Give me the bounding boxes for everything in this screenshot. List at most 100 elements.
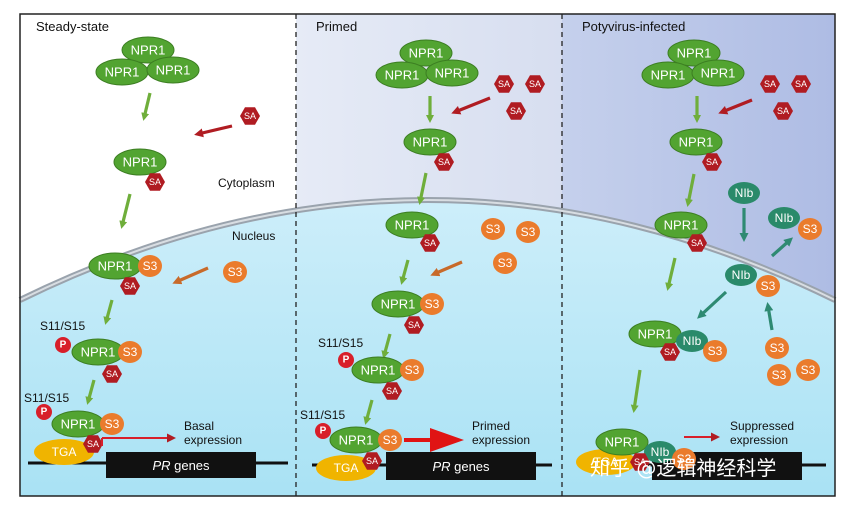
pathway-arrow <box>685 173 696 207</box>
s3-protein: S3 <box>767 364 791 386</box>
salicylic-acid: SA <box>791 75 811 93</box>
npr1-label: NPR1 <box>679 135 714 150</box>
npr1-label: NPR1 <box>98 259 133 274</box>
sa-label: SA <box>244 111 256 121</box>
npr1-protein: NPR1 <box>113 148 167 176</box>
phosphate-group: P <box>55 337 71 353</box>
figure-frame <box>19 13 836 497</box>
phosphate-label: P <box>41 407 48 418</box>
s3-protein: S3 <box>138 255 162 277</box>
s3-label: S3 <box>405 363 420 377</box>
salicylic-acid: SA <box>434 153 454 171</box>
salicylic-acid: SA <box>760 75 780 93</box>
salicylic-acid: SA <box>362 452 382 470</box>
sa-label: SA <box>498 79 510 89</box>
salicylic-acid: SA <box>240 107 260 125</box>
npr1-label: NPR1 <box>651 68 686 83</box>
npr1-protein: NPR1 <box>375 61 429 89</box>
sa-label: SA <box>438 157 450 167</box>
s3-protein: S3 <box>420 293 444 315</box>
s3-protein: S3 <box>493 252 517 274</box>
sa-label: SA <box>706 157 718 167</box>
phosphate-label: P <box>343 355 350 366</box>
nib-protein: NIb <box>728 182 760 204</box>
npr1-protein: NPR1 <box>146 56 200 84</box>
nib-label: NIb <box>651 445 670 459</box>
panel-title-steady: Steady-state <box>36 19 109 34</box>
sa-label: SA <box>408 320 420 330</box>
sa-label: SA <box>529 79 541 89</box>
salicylic-acid: SA <box>102 365 122 383</box>
s3-protein: S3 <box>798 218 822 240</box>
svg-text:PR genes: PR genes <box>152 458 210 473</box>
sa-label: SA <box>664 347 676 357</box>
pathway-arrow <box>103 299 114 325</box>
s3-label: S3 <box>425 297 440 311</box>
tga-factor: TGA <box>576 449 636 475</box>
nib-label: NIb <box>732 268 751 282</box>
s3-protein: S3 <box>516 221 540 243</box>
sa-label: SA <box>366 456 378 466</box>
salicylic-acid: SA <box>420 234 440 252</box>
s3-protein: S3 <box>756 275 780 297</box>
pathway-arrow <box>764 302 774 331</box>
s3-protein: S3 <box>223 261 247 283</box>
s3-protein: S3 <box>765 337 789 359</box>
s3-label: S3 <box>123 345 138 359</box>
npr1-protein: NPR1 <box>654 211 708 239</box>
sa-label: SA <box>149 177 161 187</box>
sa-label: SA <box>634 457 646 467</box>
panel-title-primed: Primed <box>316 19 357 34</box>
tga-factor: TGA <box>316 455 376 481</box>
tga-label: TGA <box>594 455 619 469</box>
npr1-label: NPR1 <box>413 135 448 150</box>
npr1-label: NPR1 <box>131 43 166 58</box>
npr1-protein: NPR1 <box>88 252 142 280</box>
nib-label: NIb <box>735 186 754 200</box>
s3-label: S3 <box>498 256 513 270</box>
npr1-protein: NPR1 <box>329 426 383 454</box>
pathway-arrow <box>630 369 642 413</box>
npr1-label: NPR1 <box>123 155 158 170</box>
npr1-protein: NPR1 <box>121 36 175 64</box>
pathway-arrow <box>172 266 209 285</box>
s3-label: S3 <box>770 341 785 355</box>
s3-label: S3 <box>521 225 536 239</box>
s3-protein: S3 <box>481 218 505 240</box>
nib-protein: NIb <box>768 207 800 229</box>
npr1-label: NPR1 <box>409 46 444 61</box>
s3-label: S3 <box>761 279 776 293</box>
s3-label: S3 <box>383 433 398 447</box>
npr1-label: NPR1 <box>701 66 736 81</box>
cytoplasm-label: Cytoplasm <box>218 176 275 190</box>
npr1-label: NPR1 <box>105 65 140 80</box>
phospho-site-label: S11/S15 <box>24 391 69 405</box>
pathway-arrow <box>770 237 793 258</box>
pathway-arrow <box>363 399 374 425</box>
s3-protein: S3 <box>703 340 727 362</box>
npr1-protein: NPR1 <box>385 211 439 239</box>
sa-label: SA <box>124 281 136 291</box>
watermark: 知乎 @逻辑神经科学 <box>590 456 776 480</box>
npr1-protein: NPR1 <box>691 59 745 87</box>
npr1-protein: NPR1 <box>669 128 723 156</box>
npr1-protein: NPR1 <box>51 410 105 438</box>
npr1-protein: NPR1 <box>403 128 457 156</box>
npr1-label: NPR1 <box>361 363 396 378</box>
phospho-site-label: S11/S15 <box>300 408 345 422</box>
npr1-label: NPR1 <box>381 297 416 312</box>
phosphate-label: P <box>320 426 327 437</box>
sa-label: SA <box>386 386 398 396</box>
s3-protein: S3 <box>796 359 820 381</box>
s3-label: S3 <box>803 222 818 236</box>
sa-label: SA <box>510 106 522 116</box>
salicylic-acid: SA <box>382 382 402 400</box>
pr-genes-box-steady: PR genes <box>106 452 256 478</box>
s3-label: S3 <box>228 265 243 279</box>
salicylic-acid: SA <box>525 75 545 93</box>
npr1-label: NPR1 <box>677 46 712 61</box>
npr1-protein: NPR1 <box>595 428 649 456</box>
